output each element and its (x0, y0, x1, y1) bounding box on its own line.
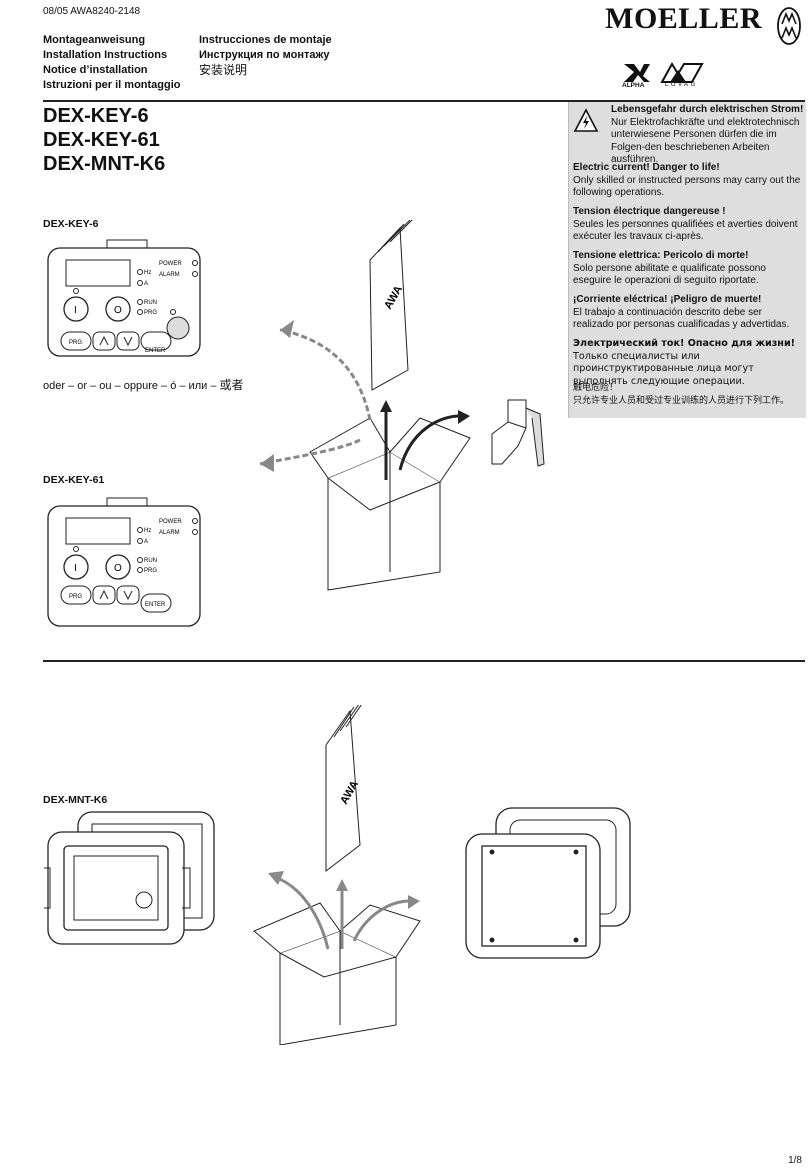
product-title-list: DEX-KEY-6 DEX-KEY-61 DEX-MNT-K6 (43, 104, 165, 176)
stop-key-label: O (114, 305, 122, 316)
product-title-mnt: DEX-MNT-K6 (43, 153, 166, 175)
section-divider (43, 660, 805, 662)
language-list-right: Instrucciones de montaje Инструкция по м… (199, 33, 332, 78)
warning-de: Lebensgefahr durch elektrischen Strom! N… (611, 104, 805, 167)
warning-it-heading: Tensione elettrica: Pericolo di morte! (573, 250, 749, 261)
language-title-de: Montageanweisung (43, 34, 146, 46)
or-separator-text: oder – or – ou – oppure – ó – или – 或者 (43, 376, 244, 393)
keypad-side-view-illustration (491, 399, 545, 467)
led-label-alarm: ALARM (159, 272, 180, 278)
moeller-emblem-icon (777, 7, 801, 45)
warning-it: Tensione elettrica: Pericolo di morte! S… (573, 250, 805, 288)
led-label-run: RUN (144, 300, 157, 306)
led-label-power: POWER (159, 519, 182, 525)
section-label-key61: DEX-KEY-61 (43, 474, 105, 486)
led-label-power: POWER (159, 261, 182, 267)
language-title-fr: Notice d’installation (43, 64, 148, 76)
language-list-left: Montageanweisung Installation Instructio… (43, 33, 181, 93)
warning-cn: 触电危险！ 只允许专业人员和受过专业训练的人员进行下列工作。 (573, 382, 805, 407)
warning-ru-body: Только специалисты или проинструктирован… (573, 350, 754, 387)
unpacking-illustration-bottom: AWA (253, 705, 421, 1045)
section-label-mnt: DEX-MNT-K6 (43, 794, 108, 806)
warning-es-body: El trabajo a continuación descrito debe … (573, 306, 790, 331)
warning-es: ¡Corriente eléctrica! ¡Peligro de muerte… (573, 294, 805, 332)
warning-en: Electric current! Danger to life! Only s… (573, 162, 805, 200)
warning-fr-body: Seules les personnes qualifiées et avert… (573, 218, 798, 243)
section-label-key6: DEX-KEY-6 (43, 218, 99, 230)
warning-cn-body: 只允许专业人员和受过专业训练的人员进行下列工作。 (573, 395, 790, 406)
led-label-prg: PRG (144, 568, 157, 574)
language-title-es: Instrucciones de montaje (199, 34, 332, 46)
lovag-logo-label: LOVAG (665, 82, 698, 88)
blank-cover-illustration (465, 807, 631, 959)
or-separator-latin: oder – or – ou – oppure – ó – или – (43, 380, 217, 392)
led-label-prg: PRG (144, 310, 157, 316)
moeller-logo-text: MOELLER (605, 2, 762, 35)
or-separator-cn: 或者 (219, 378, 244, 392)
warning-it-body: Solo persone abilitate e qualificate pos… (573, 262, 766, 287)
keypad-key6-illustration: Hz A RUN PRG POWER ALARM I O PRG ENTER (47, 239, 201, 357)
warning-es-heading: ¡Corriente eléctrica! ¡Peligro de muerte… (573, 294, 762, 305)
led-label-run: RUN (144, 558, 157, 564)
keypad-key61-illustration: Hz A RUN PRG POWER ALARM I O PRG ENTER (47, 497, 201, 627)
header-divider (43, 100, 805, 102)
product-title-key61: DEX-KEY-61 (43, 129, 160, 151)
start-key-label: I (74, 563, 77, 574)
electric-hazard-icon (573, 108, 599, 132)
led-label-a: A (144, 539, 148, 545)
stop-key-label: O (114, 563, 122, 574)
prg-key-label: PRG (69, 340, 82, 346)
warning-en-body: Only skilled or instructed persons may c… (573, 174, 801, 199)
led-label-alarm: ALARM (159, 530, 180, 536)
warning-en-heading: Electric current! Danger to life! (573, 162, 720, 173)
language-title-it: Istruzioni per il montaggio (43, 79, 181, 91)
prg-key-label: PRG (69, 594, 82, 600)
warning-de-body: Nur Elektrofachkräfte und elektrotechnis… (611, 116, 800, 166)
warning-cn-heading: 触电危险！ (573, 383, 619, 393)
document-number: 08/05 AWA8240-2148 (43, 6, 141, 17)
warning-ru: Электрический ток! Опасно для жизни! Тол… (573, 338, 805, 388)
language-title-cn: 安装说明 (199, 63, 248, 77)
start-key-label: I (74, 305, 77, 316)
language-title-en: Installation Instructions (43, 49, 168, 61)
enter-key-label: ENTER (145, 348, 166, 354)
alpha-logo-label: ALPHA (622, 82, 645, 89)
enter-key-label: ENTER (145, 602, 166, 608)
warning-ru-heading: Электрический ток! Опасно для жизни! (573, 338, 796, 349)
product-title-key6: DEX-KEY-6 (43, 105, 149, 127)
led-label-a: A (144, 281, 148, 287)
mounting-frame-illustration (44, 811, 215, 945)
language-title-ru: Инструкция по монтажу (199, 49, 330, 61)
led-label-hz: Hz (144, 528, 151, 534)
safety-warning-box: Lebensgefahr durch elektrischen Strom! N… (568, 102, 806, 418)
page-number: 1/8 (788, 1155, 802, 1166)
led-label-hz: Hz (144, 270, 151, 276)
warning-fr: Tension électrique dangereuse ! Seules l… (573, 206, 805, 244)
warning-de-heading: Lebensgefahr durch elektrischen Strom! (611, 104, 804, 115)
unpacking-illustration-top: AWA (259, 220, 471, 591)
alpha-lovag-logos (624, 62, 704, 83)
warning-fr-heading: Tension électrique dangereuse ! (573, 206, 726, 217)
